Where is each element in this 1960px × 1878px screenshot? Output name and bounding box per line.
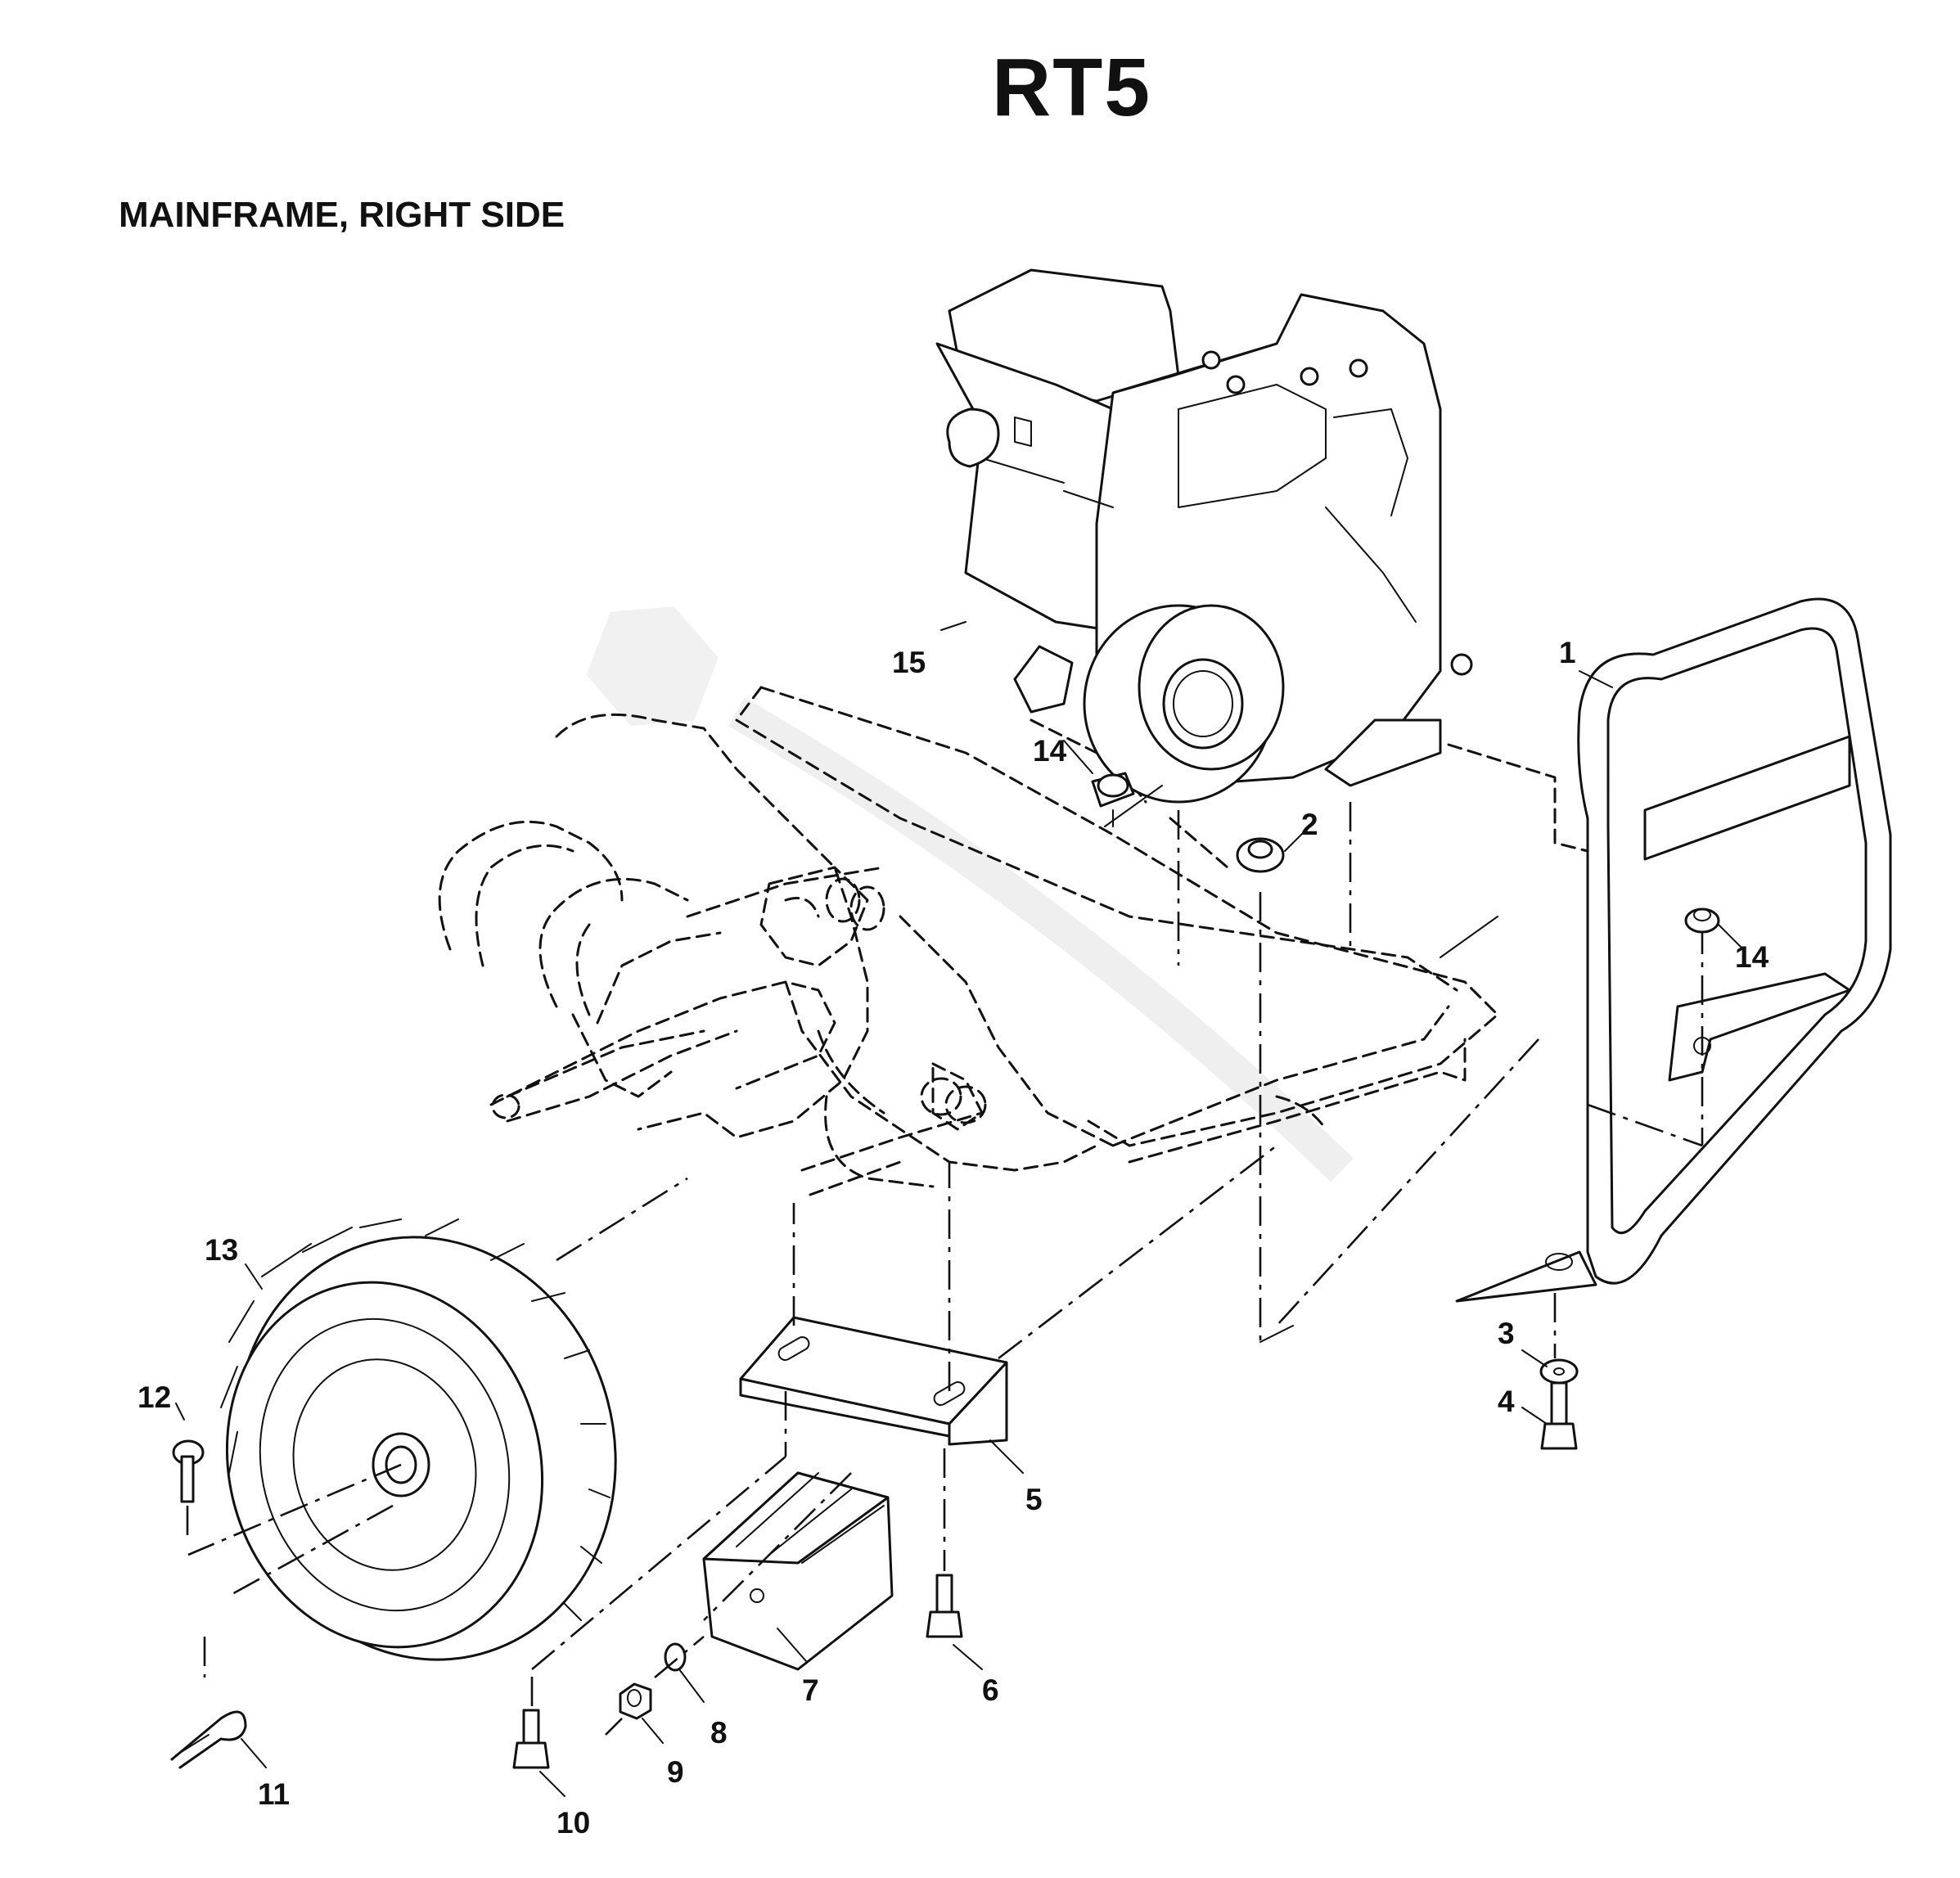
callout-12: 12 xyxy=(137,1380,171,1414)
bolt-6 xyxy=(926,1448,963,1638)
nut-9 xyxy=(605,1636,705,1736)
callout-15: 15 xyxy=(892,646,926,679)
section-subtitle: MAINFRAME, RIGHT SIDE xyxy=(119,195,565,235)
callout-6: 6 xyxy=(982,1673,999,1707)
watermark-logo xyxy=(586,606,1354,1182)
hairpin-clip-11 xyxy=(170,1710,247,1769)
weight-7 xyxy=(702,1471,894,1671)
callout-3: 3 xyxy=(1498,1317,1515,1350)
clevis-pin-12 xyxy=(172,1439,205,1538)
callout-7: 7 xyxy=(802,1673,819,1707)
callout-1: 1 xyxy=(1559,636,1576,669)
callout-numbers: 1 2 3 4 5 6 7 8 9 10 11 12 13 14 14 15 xyxy=(137,636,1769,1840)
callout-10: 10 xyxy=(556,1806,590,1840)
bolt-10 xyxy=(512,1456,786,1769)
tiller-frame-outline xyxy=(438,686,1499,1196)
leader-lines xyxy=(175,621,1744,1797)
callout-4: 4 xyxy=(1498,1385,1515,1418)
callout-13: 13 xyxy=(205,1233,238,1267)
lock-nut-14-bumper xyxy=(1684,907,1720,934)
lock-nut-14-engine xyxy=(1091,772,1163,827)
callout-9: 9 xyxy=(667,1755,684,1789)
callout-14-bumper: 14 xyxy=(1735,940,1769,974)
wheel-tire-13 xyxy=(187,1177,688,1678)
callout-14-engine: 14 xyxy=(1033,734,1067,768)
flange-nut-2 xyxy=(1177,802,1352,966)
page-title: RT5 xyxy=(992,42,1151,133)
bumper-frame xyxy=(1259,597,1892,1358)
callout-8: 8 xyxy=(710,1716,728,1750)
bracket-5 xyxy=(739,1144,1277,1457)
callout-2: 2 xyxy=(1301,808,1318,841)
callout-5: 5 xyxy=(1025,1483,1043,1516)
engine xyxy=(935,268,1473,804)
bolt-4 xyxy=(1540,1381,1578,1450)
washer-3 xyxy=(1539,1358,1579,1385)
callout-11: 11 xyxy=(258,1777,290,1811)
